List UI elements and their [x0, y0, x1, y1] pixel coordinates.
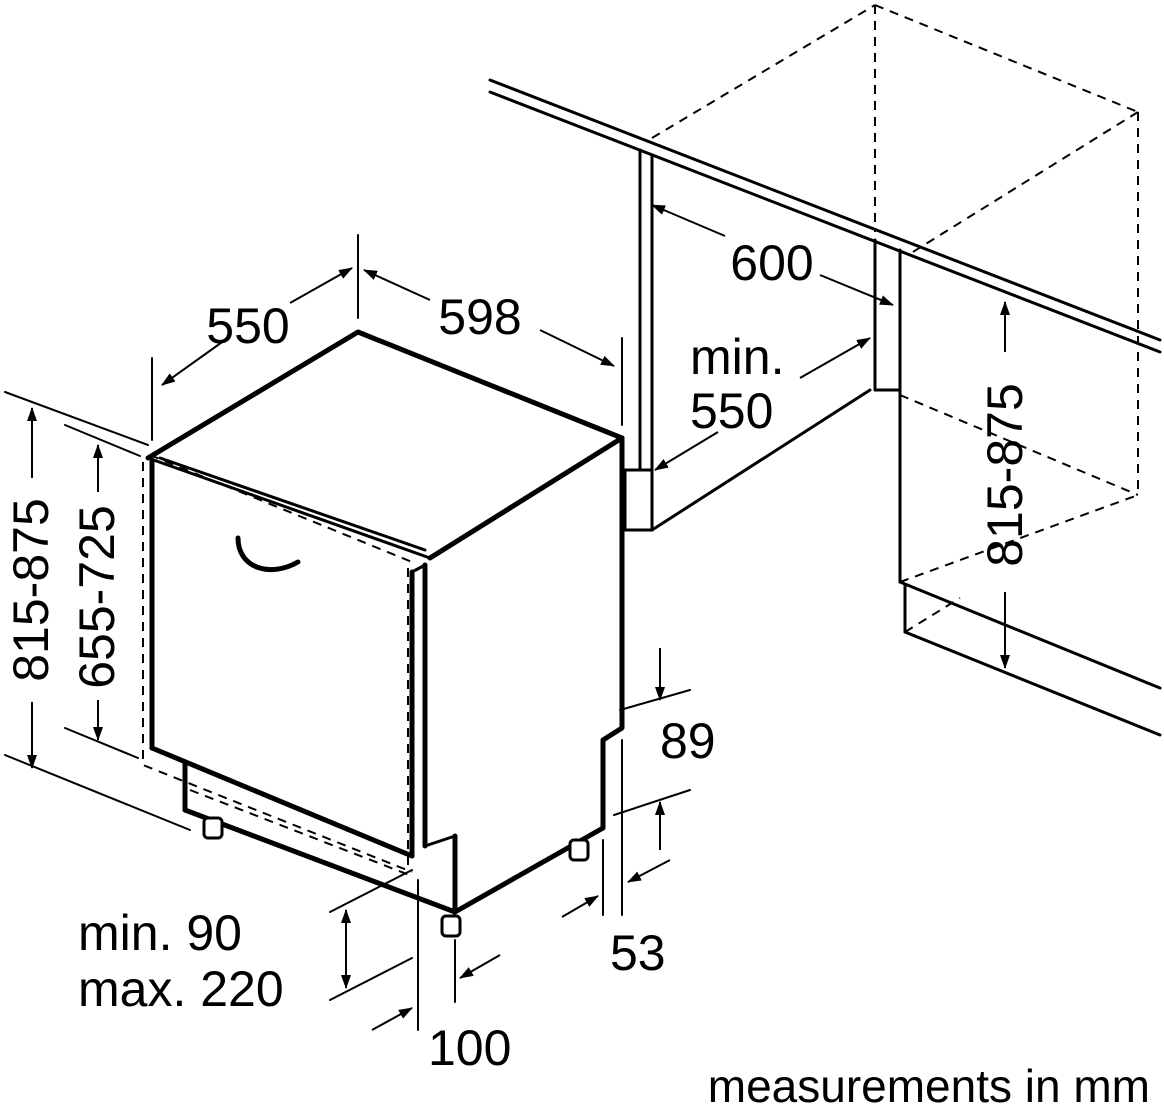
units-note: measurements in mm — [708, 1060, 1150, 1112]
label-appliance-width: 598 — [438, 289, 521, 345]
label-niche-height: 815-875 — [977, 383, 1033, 567]
label-plinth-min: min. 90 — [78, 905, 242, 961]
dimension-niche-height: 815-875 — [977, 301, 1033, 669]
label-plinth-89: 89 — [660, 713, 716, 769]
foot-front-left — [202, 816, 224, 840]
label-niche-depth: 550 — [690, 383, 773, 439]
dimension-door-height: 655-725 — [64, 424, 141, 759]
label-door-height: 655-725 — [69, 505, 125, 689]
dimension-plinth-89: 89 — [613, 648, 716, 850]
dimension-gap-53: 53 — [561, 739, 671, 981]
dimension-niche-width: 600 — [651, 204, 894, 306]
kitchen-niche — [488, 4, 1162, 737]
dimension-niche-depth: min. 550 — [654, 329, 871, 471]
dimension-recess-100: 100 — [371, 879, 511, 1076]
dimension-appliance-width: 598 — [363, 269, 623, 426]
label-recess-100: 100 — [428, 1020, 511, 1076]
label-plinth-max: max. 220 — [78, 961, 284, 1017]
dishwasher-unit — [142, 329, 625, 938]
label-niche-min: min. — [690, 329, 784, 385]
label-gap-53: 53 — [610, 925, 666, 981]
foot-front-right — [440, 914, 462, 938]
label-appliance-depth: 550 — [206, 298, 289, 354]
foot-rear-right — [568, 838, 590, 862]
dimension-appliance-depth: 550 — [151, 234, 359, 441]
label-niche-width: 600 — [730, 235, 813, 291]
dimension-plinth-height: min. 90 max. 220 — [78, 869, 413, 1017]
dimension-overall-height: 815-875 — [3, 391, 191, 831]
label-overall-height: 815-875 — [3, 498, 59, 682]
